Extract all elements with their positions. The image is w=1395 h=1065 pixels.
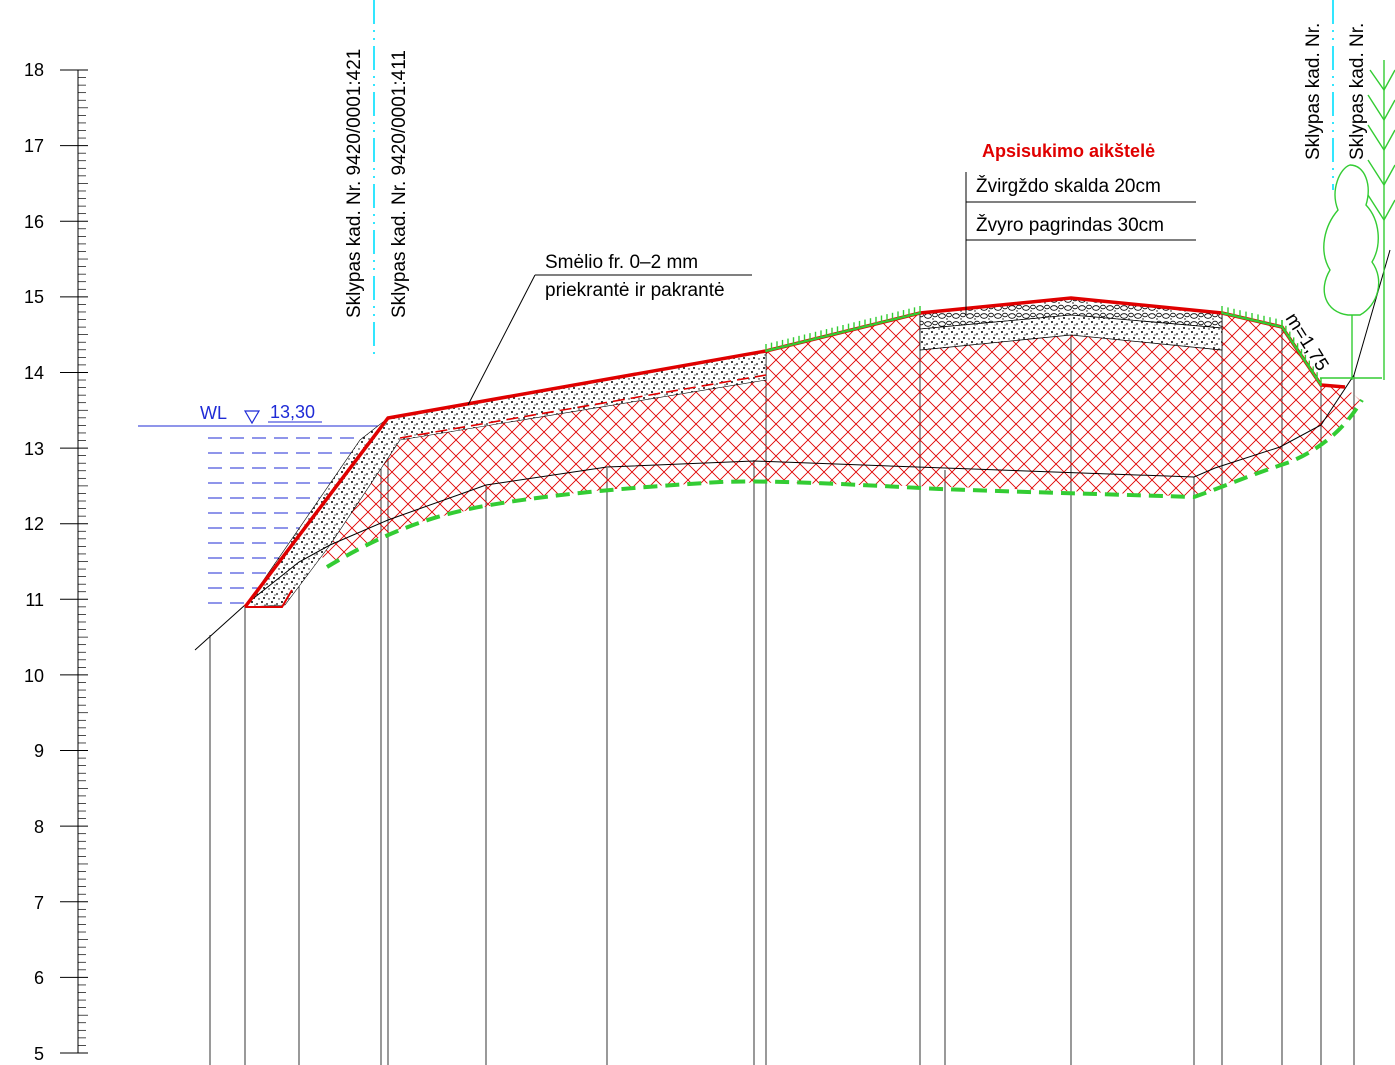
slope-toe: [245, 589, 293, 608]
tick-label-8: 8: [34, 817, 44, 837]
sand-annotation-line1: Smėlio fr. 0–2 mm: [545, 252, 698, 273]
turnaround-title: Apsisukimo aikštelė: [982, 141, 1155, 161]
parcel-boundaries: [373, 0, 1334, 360]
turnaround-line1: Žvirgždo skalda 20cm: [976, 175, 1161, 197]
turnaround-annotation: Apsisukimo aikštelė Žvirgždo skalda 20cm…: [965, 141, 1196, 315]
tick-label-11: 11: [25, 590, 44, 610]
existing-ground-line: [194, 249, 1391, 651]
elevation-axis: 18 17 16 15 14 13 12 11 10 9 8 7 6 5: [24, 60, 88, 1064]
parcel-label-421: Sklypas kad. Nr. 9420/0001:421: [344, 49, 365, 318]
tick-label-13: 13: [24, 439, 44, 459]
parcel-label-411: Sklypas kad. Nr. 9420/0001:411: [389, 50, 410, 318]
water-level-code: WL: [200, 403, 227, 423]
tick-label-6: 6: [34, 968, 44, 988]
tick-label-9: 9: [34, 741, 44, 761]
tick-label-17: 17: [24, 136, 44, 156]
sand-annotation: Smėlio fr. 0–2 mm priekrantė ir pakrantė: [467, 252, 752, 406]
grass-cover: [765, 306, 1322, 386]
water-body: WL 13,30: [138, 402, 388, 604]
water-hatch: [208, 437, 373, 604]
tree-icon: [1320, 60, 1395, 380]
tick-label-18: 18: [24, 60, 44, 80]
tick-label-14: 14: [24, 363, 44, 383]
turnaround-line2: Žvyro pagrindas 30cm: [976, 214, 1164, 236]
sand-bottom-boundary: [399, 374, 767, 439]
sand-leader-line: [467, 274, 536, 406]
parcel-label-right-1: Sklypas kad. Nr.: [1303, 23, 1324, 160]
embankment-fill: [320, 298, 1360, 567]
tick-label-10: 10: [24, 666, 44, 686]
tick-label-7: 7: [34, 893, 44, 913]
tick-label-5: 5: [34, 1044, 44, 1064]
parcel-label-right-2: Sklypas kad. Nr.: [1347, 23, 1368, 160]
tick-label-12: 12: [24, 514, 44, 534]
base-layer: [919, 314, 1223, 351]
axis-minor-ticks: [78, 77, 88, 1046]
tick-label-16: 16: [24, 212, 44, 232]
sand-annotation-line2: priekrantė ir pakrantė: [545, 280, 725, 301]
tick-label-15: 15: [24, 287, 44, 307]
water-level-value: 13,30: [270, 402, 315, 422]
water-level-triangle-icon: [243, 410, 261, 425]
excavation-bottom: [325, 398, 1364, 569]
axis-major-ticks: 18 17 16 15 14 13 12 11 10 9 8 7 6 5: [24, 60, 88, 1064]
